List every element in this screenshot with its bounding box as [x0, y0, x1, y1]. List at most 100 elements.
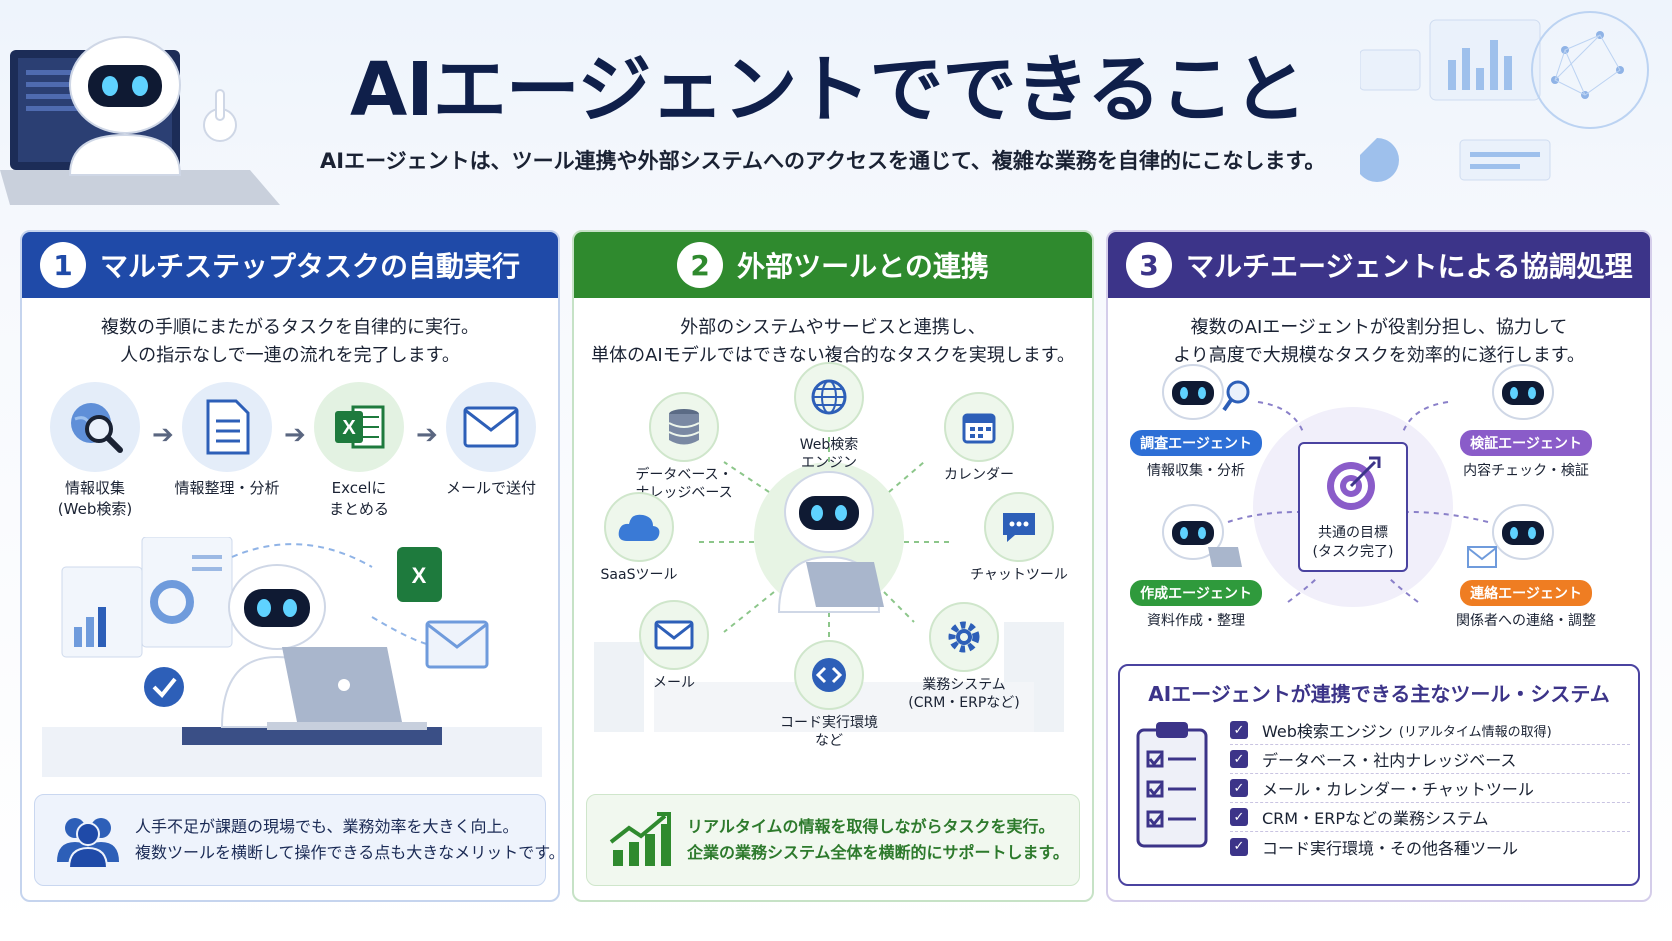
- tool-item-label: コード実行環境・その他各種ツール: [1262, 838, 1519, 858]
- target-icon: [1327, 456, 1381, 510]
- panel-external-tools: 2 外部ツールとの連携 外部のシステムやサービスと連携し、 単体のAIモデルでは…: [572, 230, 1094, 902]
- tool-calendar: カレンダー: [914, 392, 1044, 484]
- tool-label: データベース・: [635, 467, 733, 483]
- tool-label: カレンダー: [944, 467, 1014, 483]
- step-excel: X Excelに まとめる: [304, 382, 414, 520]
- robot-working-illustration: X: [42, 537, 542, 777]
- goal-label-sub: (タスク完了): [1312, 544, 1394, 560]
- header: AIエージェントでできること AIエージェントは、ツール連携や外部システムへのア…: [0, 0, 1672, 215]
- tool-label: Web検索: [799, 437, 859, 453]
- supported-tools-box: AIエージェントが連携できる主なツール・システム ✓ Web検索エンジン (リア…: [1118, 664, 1640, 886]
- document-icon: [206, 399, 250, 455]
- panel-multistep-tasks: 1 マルチステップタスクの自動実行 複数の手順にまたがるタスクを自律的に実行。 …: [20, 230, 560, 902]
- agent-network: 調査エージェント 情報収集・分析 検証エージェント 内容チェック・検証 作成エー…: [1108, 362, 1650, 632]
- tool-label: チャットツール: [970, 567, 1068, 583]
- tool-list-item: ✓ コード実行環境・その他各種ツール: [1230, 832, 1630, 861]
- panel-3-desc-line-2: より高度で大規模なタスクを効率的に遂行します。: [1173, 345, 1585, 366]
- step-label-sub: (Web検索): [57, 500, 133, 518]
- agent-tag: 調査エージェント: [1130, 430, 1262, 456]
- panel-3-desc-line-1: 複数のAIエージェントが役割分担し、協力して: [1190, 317, 1568, 338]
- agent-create: 作成エージェント 資料作成・整理: [1116, 580, 1276, 630]
- agent-tag: 連絡エージェント: [1460, 580, 1592, 606]
- tool-web-search: Web検索エンジン: [764, 362, 894, 472]
- arrow-right-icon: ➔: [284, 420, 306, 450]
- tool-code: コード実行環境など: [764, 640, 894, 750]
- tool-business-system: 業務システム (CRM・ERPなど): [899, 602, 1029, 712]
- arrow-right-icon: ➔: [152, 420, 174, 450]
- tool-saas: SaaSツール: [574, 492, 704, 584]
- check-icon: ✓: [1230, 837, 1248, 856]
- tool-label: メール: [653, 675, 695, 691]
- clipboard-checklist-icon: [1136, 722, 1208, 848]
- check-icon: ✓: [1230, 779, 1248, 797]
- tool-item-note: (リアルタイム情報の取得): [1398, 724, 1552, 740]
- excel-icon: X: [335, 405, 385, 449]
- cloud-icon: [618, 514, 660, 541]
- svg-text:X: X: [342, 417, 356, 439]
- agent-role: 関係者への連絡・調整: [1456, 613, 1596, 629]
- mail-icon: [654, 620, 694, 650]
- panel-2-header: 2 外部ツールとの連携: [574, 232, 1092, 298]
- panel-2-number-badge: 2: [677, 242, 724, 288]
- tool-label-sub: など: [815, 733, 843, 749]
- panel-1-title: マルチステップタスクの自動実行: [100, 250, 521, 283]
- agent-contact: 連絡エージェント 関係者への連絡・調整: [1446, 580, 1606, 630]
- tool-item-label: データベース・社内ナレッジベース: [1262, 751, 1517, 770]
- tool-label: コード実行環境: [780, 715, 878, 731]
- ai-brain-decoration: [1360, 11, 1649, 182]
- agent-role: 内容チェック・検証: [1463, 463, 1589, 479]
- robot-laptop-illustration: [0, 36, 280, 205]
- page-subtitle: AIエージェントは、ツール連携や外部システムへのアクセスを通じて、複雑な業務を自…: [320, 149, 1326, 173]
- step-mail: メールで送付: [436, 382, 546, 499]
- agent-verify: 検証エージェント 内容チェック・検証: [1446, 430, 1606, 480]
- check-icon: ✓: [1230, 808, 1248, 826]
- tool-database: データベース・ナレッジベース: [619, 392, 749, 502]
- calendar-icon: [962, 413, 996, 444]
- panel-2-title: 外部ツールとの連携: [737, 250, 989, 283]
- tool-hub: Web検索エンジン データベース・ナレッジベース カレ: [574, 362, 1092, 762]
- check-icon: ✓: [1230, 721, 1248, 739]
- gear-icon: [948, 621, 980, 653]
- step-organize: 情報整理・分析: [172, 382, 282, 499]
- panel-2-description: 外部のシステムやサービスと連携し、 単体のAIモデルではできない複合的なタスクを…: [574, 314, 1092, 370]
- hub-connectors: [594, 437, 1064, 732]
- panel-1-desc-line-1: 複数の手順にまたがるタスクを自律的に実行。: [101, 317, 479, 338]
- people-icon: [57, 818, 119, 869]
- svg-text:X: X: [412, 563, 427, 588]
- tool-list-item: ✓ Web検索エンジン (リアルタイム情報の取得): [1230, 716, 1630, 745]
- panel-1-note-line-2: 複数ツールを横断して操作できる点も大きなメリットです。: [135, 843, 560, 862]
- tool-item-label: CRM・ERPなどの業務システム: [1262, 809, 1489, 828]
- page-title: AIエージェントでできること: [350, 47, 1307, 133]
- panel-2-desc-line-1: 外部のシステムやサービスと連携し、: [680, 317, 986, 338]
- tool-list-item: ✓ CRM・ERPなどの業務システム: [1230, 803, 1630, 832]
- step-label: 情報収集: [64, 479, 125, 497]
- tool-mail: メール: [609, 600, 739, 692]
- tool-item-label: メール・カレンダー・チャットツール: [1262, 780, 1534, 799]
- globe-icon: [811, 379, 847, 415]
- database-icon: [668, 409, 700, 445]
- panel-3-number-badge: 3: [1126, 242, 1172, 288]
- tool-label-sub: (CRM・ERPなど): [908, 695, 1020, 711]
- supported-tools-list: ✓ Web検索エンジン (リアルタイム情報の取得) ✓ データベース・社内ナレッ…: [1230, 716, 1630, 861]
- step-label-sub: まとめる: [328, 500, 389, 518]
- panel-2-note-line-1: リアルタイムの情報を取得しながらタスクを実行。: [687, 817, 1055, 836]
- supported-tools-title: AIエージェントが連携できる主なツール・システム: [1148, 682, 1610, 706]
- growth-chart-icon: [609, 812, 671, 866]
- panel-1-desc-line-2: 人の指示なしで一連の流れを完了します。: [120, 345, 460, 366]
- panel-1-note-line-1: 人手不足が課題の現場でも、業務効率を大きく向上。: [135, 817, 519, 836]
- agent-tag: 作成エージェント: [1130, 580, 1262, 606]
- chat-icon: [1003, 513, 1035, 542]
- step-web-search: 情報収集 (Web検索): [40, 382, 150, 520]
- tool-label: 業務システム: [922, 677, 1006, 693]
- tool-item-label: Web検索エンジン: [1262, 722, 1393, 741]
- check-icon: ✓: [1230, 750, 1248, 768]
- task-steps: 情報収集 (Web検索) ➔ 情報整理・分析 ➔: [22, 382, 558, 532]
- panel-2-note: リアルタイムの情報を取得しながらタスクを実行。 企業の業務システム全体を横断的に…: [586, 794, 1080, 886]
- goal-label: 共通の目標: [1318, 525, 1388, 541]
- tool-list-item: ✓ メール・カレンダー・チャットツール: [1230, 774, 1630, 803]
- panel-1-note: 人手不足が課題の現場でも、業務効率を大きく向上。 複数ツールを横断して操作できる…: [34, 794, 558, 886]
- panel-2-note-line-2: 企業の業務システム全体を横断的にサポートします。: [687, 843, 1069, 862]
- agent-research: 調査エージェント 情報収集・分析: [1116, 430, 1276, 480]
- panel-3-header: 3 マルチエージェントによる協調処理: [1108, 232, 1650, 298]
- agent-role: 情報収集・分析: [1147, 463, 1245, 479]
